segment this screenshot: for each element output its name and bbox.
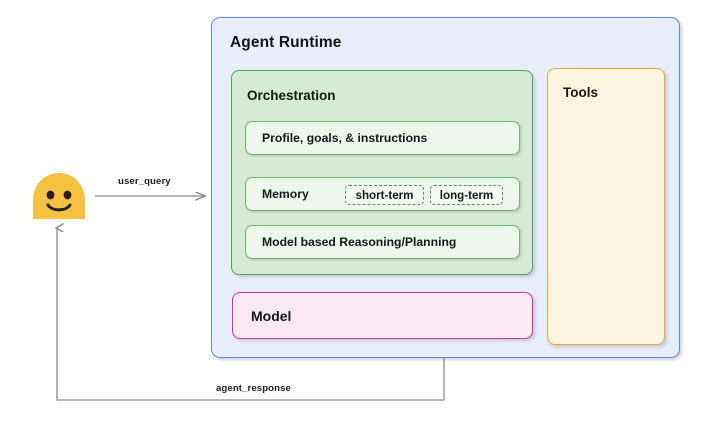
agent-response-label: agent_response: [216, 383, 291, 394]
profile-goals-instructions-label: Profile, goals, & instructions: [262, 131, 428, 145]
memory-chip-long-term: long-term: [430, 185, 503, 205]
model-label: Model: [251, 307, 292, 324]
agent-runtime-title: Agent Runtime: [230, 34, 342, 51]
model-box: Model: [232, 292, 533, 339]
user-query-label: user_query: [118, 176, 171, 187]
orchestration-row-memory: Memory short-term long-term: [245, 177, 520, 211]
model-based-reasoning-planning-label: Model based Reasoning/Planning: [262, 235, 457, 249]
memory-chip-short-term: short-term: [345, 185, 424, 205]
orchestration-title: Orchestration: [247, 88, 336, 103]
tools-label: Tools: [563, 85, 598, 100]
user-avatar-smiley-icon: [33, 173, 85, 219]
orchestration-row-reasoning: Model based Reasoning/Planning: [245, 225, 520, 259]
memory-label: Memory: [262, 187, 309, 201]
orchestration-row-profile: Profile, goals, & instructions: [245, 121, 520, 155]
tools-box: Tools: [547, 68, 665, 345]
